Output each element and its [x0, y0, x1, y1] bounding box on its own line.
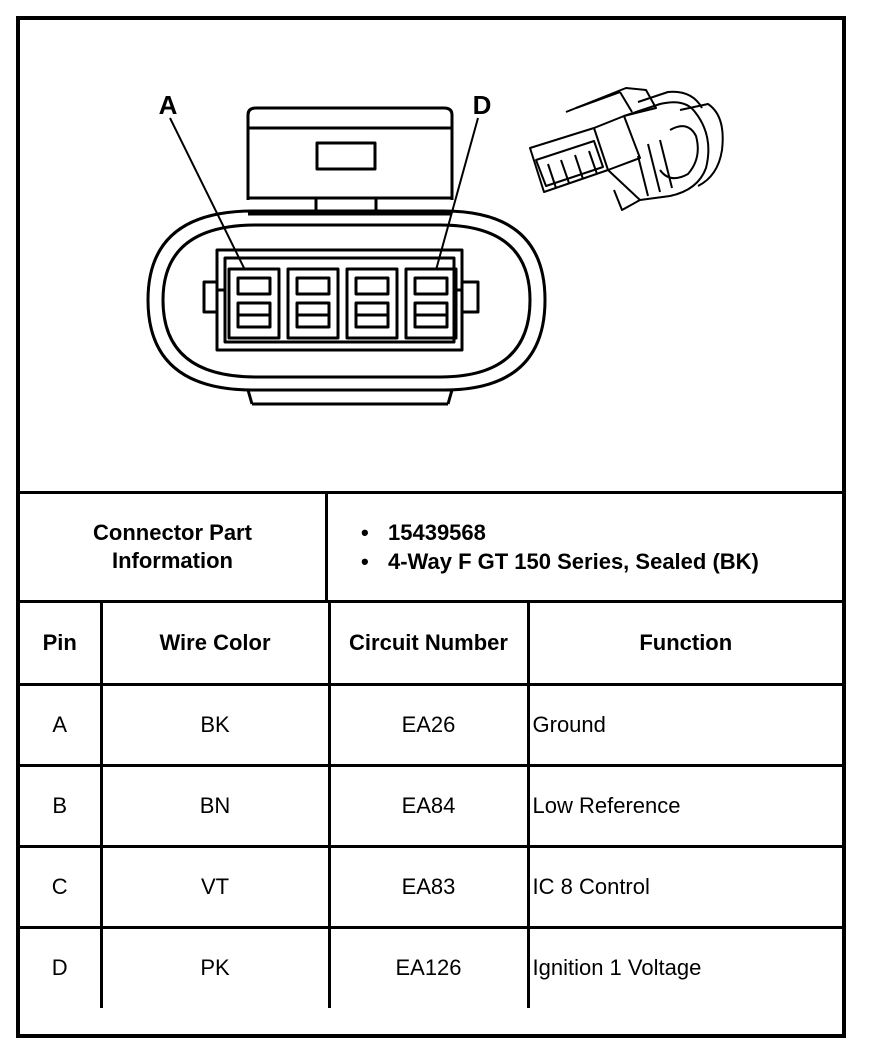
connector-part-info-list: 15439568 4-Way F GT 150 Series, Sealed (…	[328, 494, 842, 600]
header-wire-color: Wire Color	[99, 603, 331, 686]
leader-line-d	[435, 117, 479, 271]
callout-a: A	[159, 90, 178, 120]
table-row: C VT EA83 IC 8 Control	[20, 844, 842, 929]
connector-body	[146, 209, 547, 406]
pin-cavities	[227, 267, 458, 340]
cell-pin: B	[20, 763, 103, 848]
cavity-a	[227, 267, 281, 340]
cell-wire-color: VT	[99, 844, 331, 929]
connector-latch	[246, 106, 454, 216]
cell-pin: D	[20, 925, 103, 1008]
connector-description: 4-Way F GT 150 Series, Sealed (BK)	[361, 547, 842, 576]
cavity-b	[286, 267, 340, 340]
cell-wire-color: BK	[99, 682, 331, 767]
cell-circuit-number: EA126	[327, 925, 530, 1008]
header-function: Function	[526, 603, 842, 686]
cavity-c	[345, 267, 399, 340]
cell-wire-color: PK	[99, 925, 331, 1008]
header-pin: Pin	[20, 603, 103, 686]
cell-function: Ignition 1 Voltage	[526, 925, 842, 1008]
table-row: B BN EA84 Low Reference	[20, 763, 842, 848]
connector-diagram: A D	[146, 87, 724, 406]
cell-function: Ground	[526, 682, 842, 767]
table-row: D PK EA126 Ignition 1 Voltage	[20, 925, 842, 1008]
cell-pin: C	[20, 844, 103, 929]
cell-wire-color: BN	[99, 763, 331, 848]
leader-line-a	[169, 117, 246, 271]
info-label-line1: Connector Part	[93, 520, 252, 545]
cell-circuit-number: EA84	[327, 763, 530, 848]
connector-end-view-sheet: A D Connector Part	[16, 16, 846, 1038]
cavity-d	[404, 267, 458, 340]
cell-circuit-number: EA26	[327, 682, 530, 767]
pinout-table: Pin Wire Color Circuit Number Function A…	[20, 603, 842, 1008]
info-label-line2: Information	[111, 548, 233, 573]
connector-isometric-view	[529, 87, 724, 211]
header-circuit-number: Circuit Number	[327, 603, 530, 686]
connector-part-info-label: Connector Part Information	[20, 494, 328, 600]
connector-part-info: Connector Part Information 15439568 4-Wa…	[20, 491, 842, 603]
cell-function: Low Reference	[526, 763, 842, 848]
callout-d: D	[473, 90, 492, 120]
cell-pin: A	[20, 682, 103, 767]
table-row: A BK EA26 Ground	[20, 682, 842, 767]
table-header-row: Pin Wire Color Circuit Number Function	[20, 603, 842, 686]
cell-circuit-number: EA83	[327, 844, 530, 929]
part-number: 15439568	[361, 518, 842, 547]
cell-function: IC 8 Control	[526, 844, 842, 929]
